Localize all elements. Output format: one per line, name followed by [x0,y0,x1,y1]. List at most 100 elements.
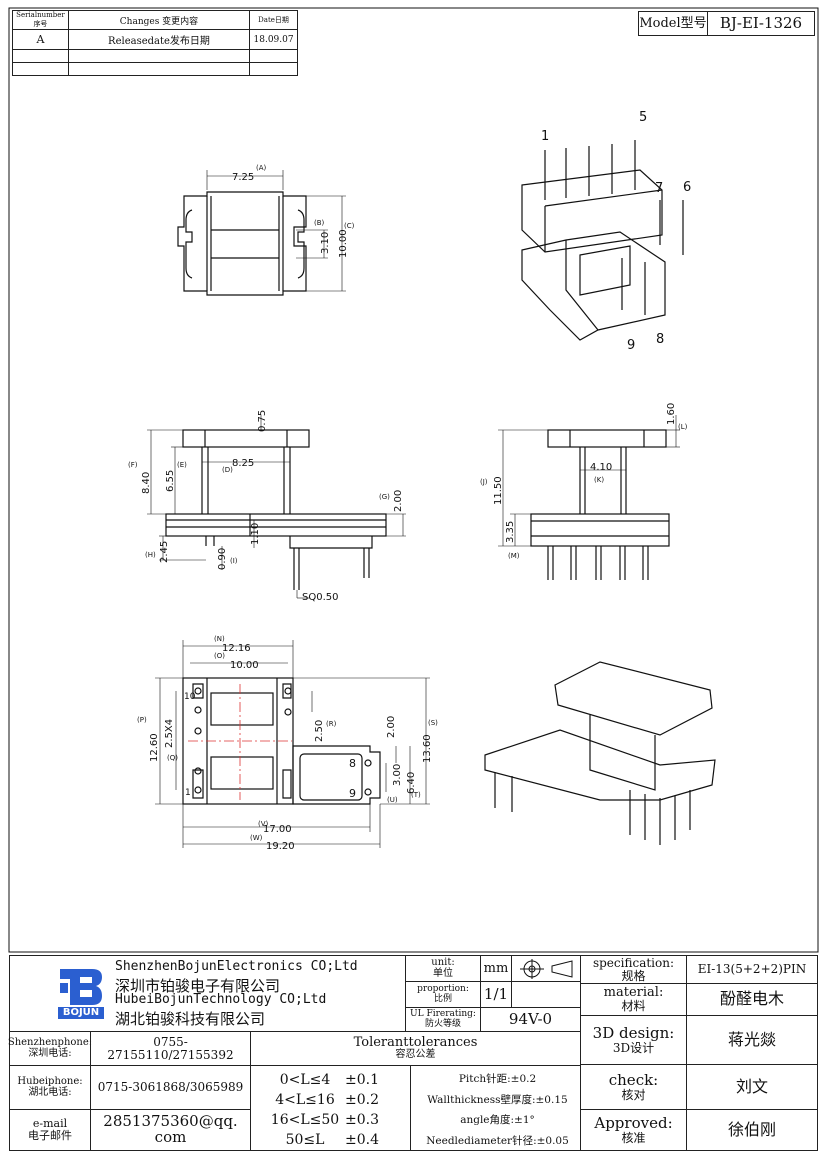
iso-pin-9: 9 [627,338,635,353]
bottom-view-centerlines [188,684,292,800]
company-en-1: ShenzhenBojunElectronics CO;Ltd [115,959,358,974]
dim-o-label: (O) [214,652,225,660]
dim-g-label: (G) [379,493,390,501]
dim-i-label: (I) [230,557,238,565]
dim-a-label: (A) [256,164,267,172]
dim-c-value: 10.00 [338,229,349,258]
dim-k-value: 4.10 [590,462,612,473]
dim-k-label: (K) [594,476,604,484]
pin-10-label: 10 [184,692,196,702]
tolerance-note: Needlediameter针径:±0.05 [426,1134,569,1147]
check-value: 刘文 [686,1064,818,1110]
bottom-view-dims [155,640,430,848]
proportion-label: proportion: [417,984,469,995]
check-label-cell: check: 核对 [580,1064,687,1110]
dim-110: 1.10 [250,523,261,545]
sz-phone-label-cell: Shenzhenphone: 深圳电话: [7,1031,93,1066]
approved-value: 徐伯刚 [686,1109,818,1151]
dim-t-label: (T) [411,791,421,799]
dim-o-value: 10.00 [230,660,259,671]
company-cn-2: 湖北铂骏科技有限公司 [115,1010,266,1028]
fire-value: 94V-0 [480,1007,581,1032]
iso-pin-7: 7 [655,181,663,196]
approved-label: Approved: [594,1113,673,1132]
tolerance-range: 4<L≤16 [275,1092,335,1108]
dim-075: 0.75 [257,410,268,432]
design-label: 3D design: [592,1023,675,1042]
iso-pin-8: 8 [656,332,664,347]
unit-label: unit: [431,957,455,968]
tolerance-range: 0<L≤4 [279,1072,331,1088]
dim-w-value: 19.20 [266,841,295,852]
dim-sq: SQ0.50 [302,592,338,603]
company-logo: BOJUN [58,967,104,1019]
side-view [530,429,670,580]
dim-u-label: (U) [387,796,398,804]
tolerance-range: 16<L≤50 [270,1112,340,1128]
dim-v-value: 17.00 [263,824,292,835]
proportion-value: 1/1 [480,981,512,1008]
bottom-view [182,677,381,805]
tolerance-range: 50≤L [285,1132,325,1148]
tolerance-value: ±0.2 [345,1092,379,1108]
fire-label: UL Firerating: [410,1009,476,1020]
dim-b-label: (B) [314,219,325,227]
unit-label-cn: 单位 [433,967,453,979]
iso-view-top [521,140,684,341]
drawing-border [8,7,819,953]
dim-q-label: (Q) [167,754,178,762]
tolerance-note: angle角度:±1° [460,1114,535,1126]
email-label-cn: 电子邮件 [28,1129,72,1142]
check-label-cn: 核对 [621,1087,646,1102]
dim-i-value: 0.90 [217,548,228,570]
approved-label-cell: Approved: 核准 [580,1109,687,1151]
iso-pin-5: 5 [639,110,647,125]
dim-f-label: (F) [128,461,138,469]
dim-p-label: (P) [137,716,147,724]
top-view [177,191,307,296]
top-view-dims [206,170,346,292]
projection-symbol-cell [511,955,581,982]
dim-s-value: 13.60 [422,734,433,763]
spec-value: EI-13(5+2+2)PIN [686,955,818,984]
design-label-cn: 3D设计 [612,1040,655,1055]
hb-phone-label-cell: Hubeiphone: 湖北电话: [9,1065,91,1110]
spec-label-cell: specification: 规格 [580,955,687,984]
dim-v-label: (V) [258,820,269,828]
dim-d-value: 8.25 [232,458,254,469]
sz-phone-value: 0755-27155110/27155392 [90,1031,251,1066]
dim-f-value: 8.40 [141,472,152,494]
approved-label-cn: 核准 [621,1130,646,1145]
material-label-cn: 材料 [621,999,646,1014]
dim-m-label: (M) [508,552,520,560]
model-value: BJ-EI-1326 [707,11,815,36]
front-view [165,429,387,590]
company-en-2: HubeiBojunTechnology CO;Ltd [115,992,327,1007]
dim-p-value: 12.60 [149,733,160,762]
hb-phone-value: 0715-3061868/3065989 [90,1065,251,1110]
row-date [249,62,298,76]
sz-phone-label: Shenzhenphone: [7,1037,93,1048]
side-view-dims [498,415,680,547]
pin-8-label: 8 [349,757,356,770]
iso-view-bottom [484,661,716,845]
email-label: e-mail [32,1117,68,1131]
dim-l-label: (L) [678,423,688,431]
dim-m-value: 3.35 [505,521,516,543]
proportion-label-cell: proportion: 比例 [405,981,481,1008]
tolerance-notes: Pitch针距:±0.2 Wallthickness壁厚度:±0.15 angl… [410,1065,581,1151]
email-label-cell: e-mail 电子邮件 [9,1109,91,1151]
unit-value: mm [480,955,512,982]
dim-c-label: (C) [344,222,355,230]
unit-label-cell: unit: 单位 [405,955,481,982]
dim-w-label: (W) [250,834,263,842]
dim-d-label: (D) [222,466,233,474]
company-names: ShenzhenBojunElectronics CO;Ltd 深圳市铂骏电子有… [115,959,405,1028]
dim-r-value: 2.50 [314,720,325,742]
material-label-cell: material: 材料 [580,983,687,1016]
logo-text: BOJUN [62,1007,100,1018]
tolerance-value: ±0.4 [345,1132,379,1148]
dim-200: 2.00 [386,716,397,738]
design-label-cell: 3D design: 3D设计 [580,1015,687,1065]
dim-h-value: 2.45 [159,541,170,563]
